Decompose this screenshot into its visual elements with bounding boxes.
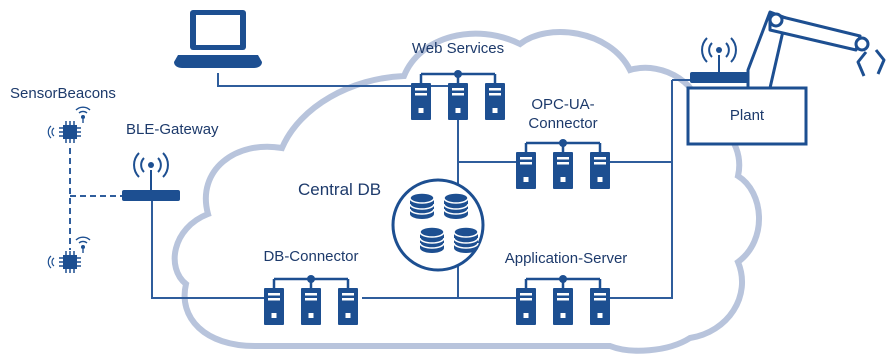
sensor-link-dashed	[69, 148, 124, 250]
plant-box	[686, 86, 808, 146]
plant-router-icon	[690, 37, 748, 83]
plant-label: Plant	[729, 107, 765, 124]
central-db-label: Central DB	[298, 180, 382, 199]
ble-gateway-router-icon	[122, 152, 180, 201]
db-connector-server-icon	[264, 275, 358, 325]
central-db-icon	[391, 178, 485, 272]
sensor-beacon-icon	[47, 106, 91, 144]
opcua-label-line2: Connector	[528, 115, 598, 132]
web-services-label: Web Services	[411, 40, 505, 57]
sensor-beacons-label: SensorBeacons	[10, 85, 116, 102]
cloud-shape	[171, 29, 762, 354]
application-server-icon	[516, 275, 610, 325]
robot-arm-icon	[746, 10, 886, 90]
laptop-icon	[174, 10, 262, 68]
web-services-server-icon	[411, 70, 505, 120]
application-server-label: Application-Server	[504, 250, 628, 267]
db-connector-label: DB-Connector	[263, 248, 359, 265]
opcua-server-icon	[516, 139, 610, 189]
opcua-label-line1: OPC-UA-	[531, 96, 595, 113]
ble-gateway-label: BLE-Gateway	[126, 121, 219, 138]
